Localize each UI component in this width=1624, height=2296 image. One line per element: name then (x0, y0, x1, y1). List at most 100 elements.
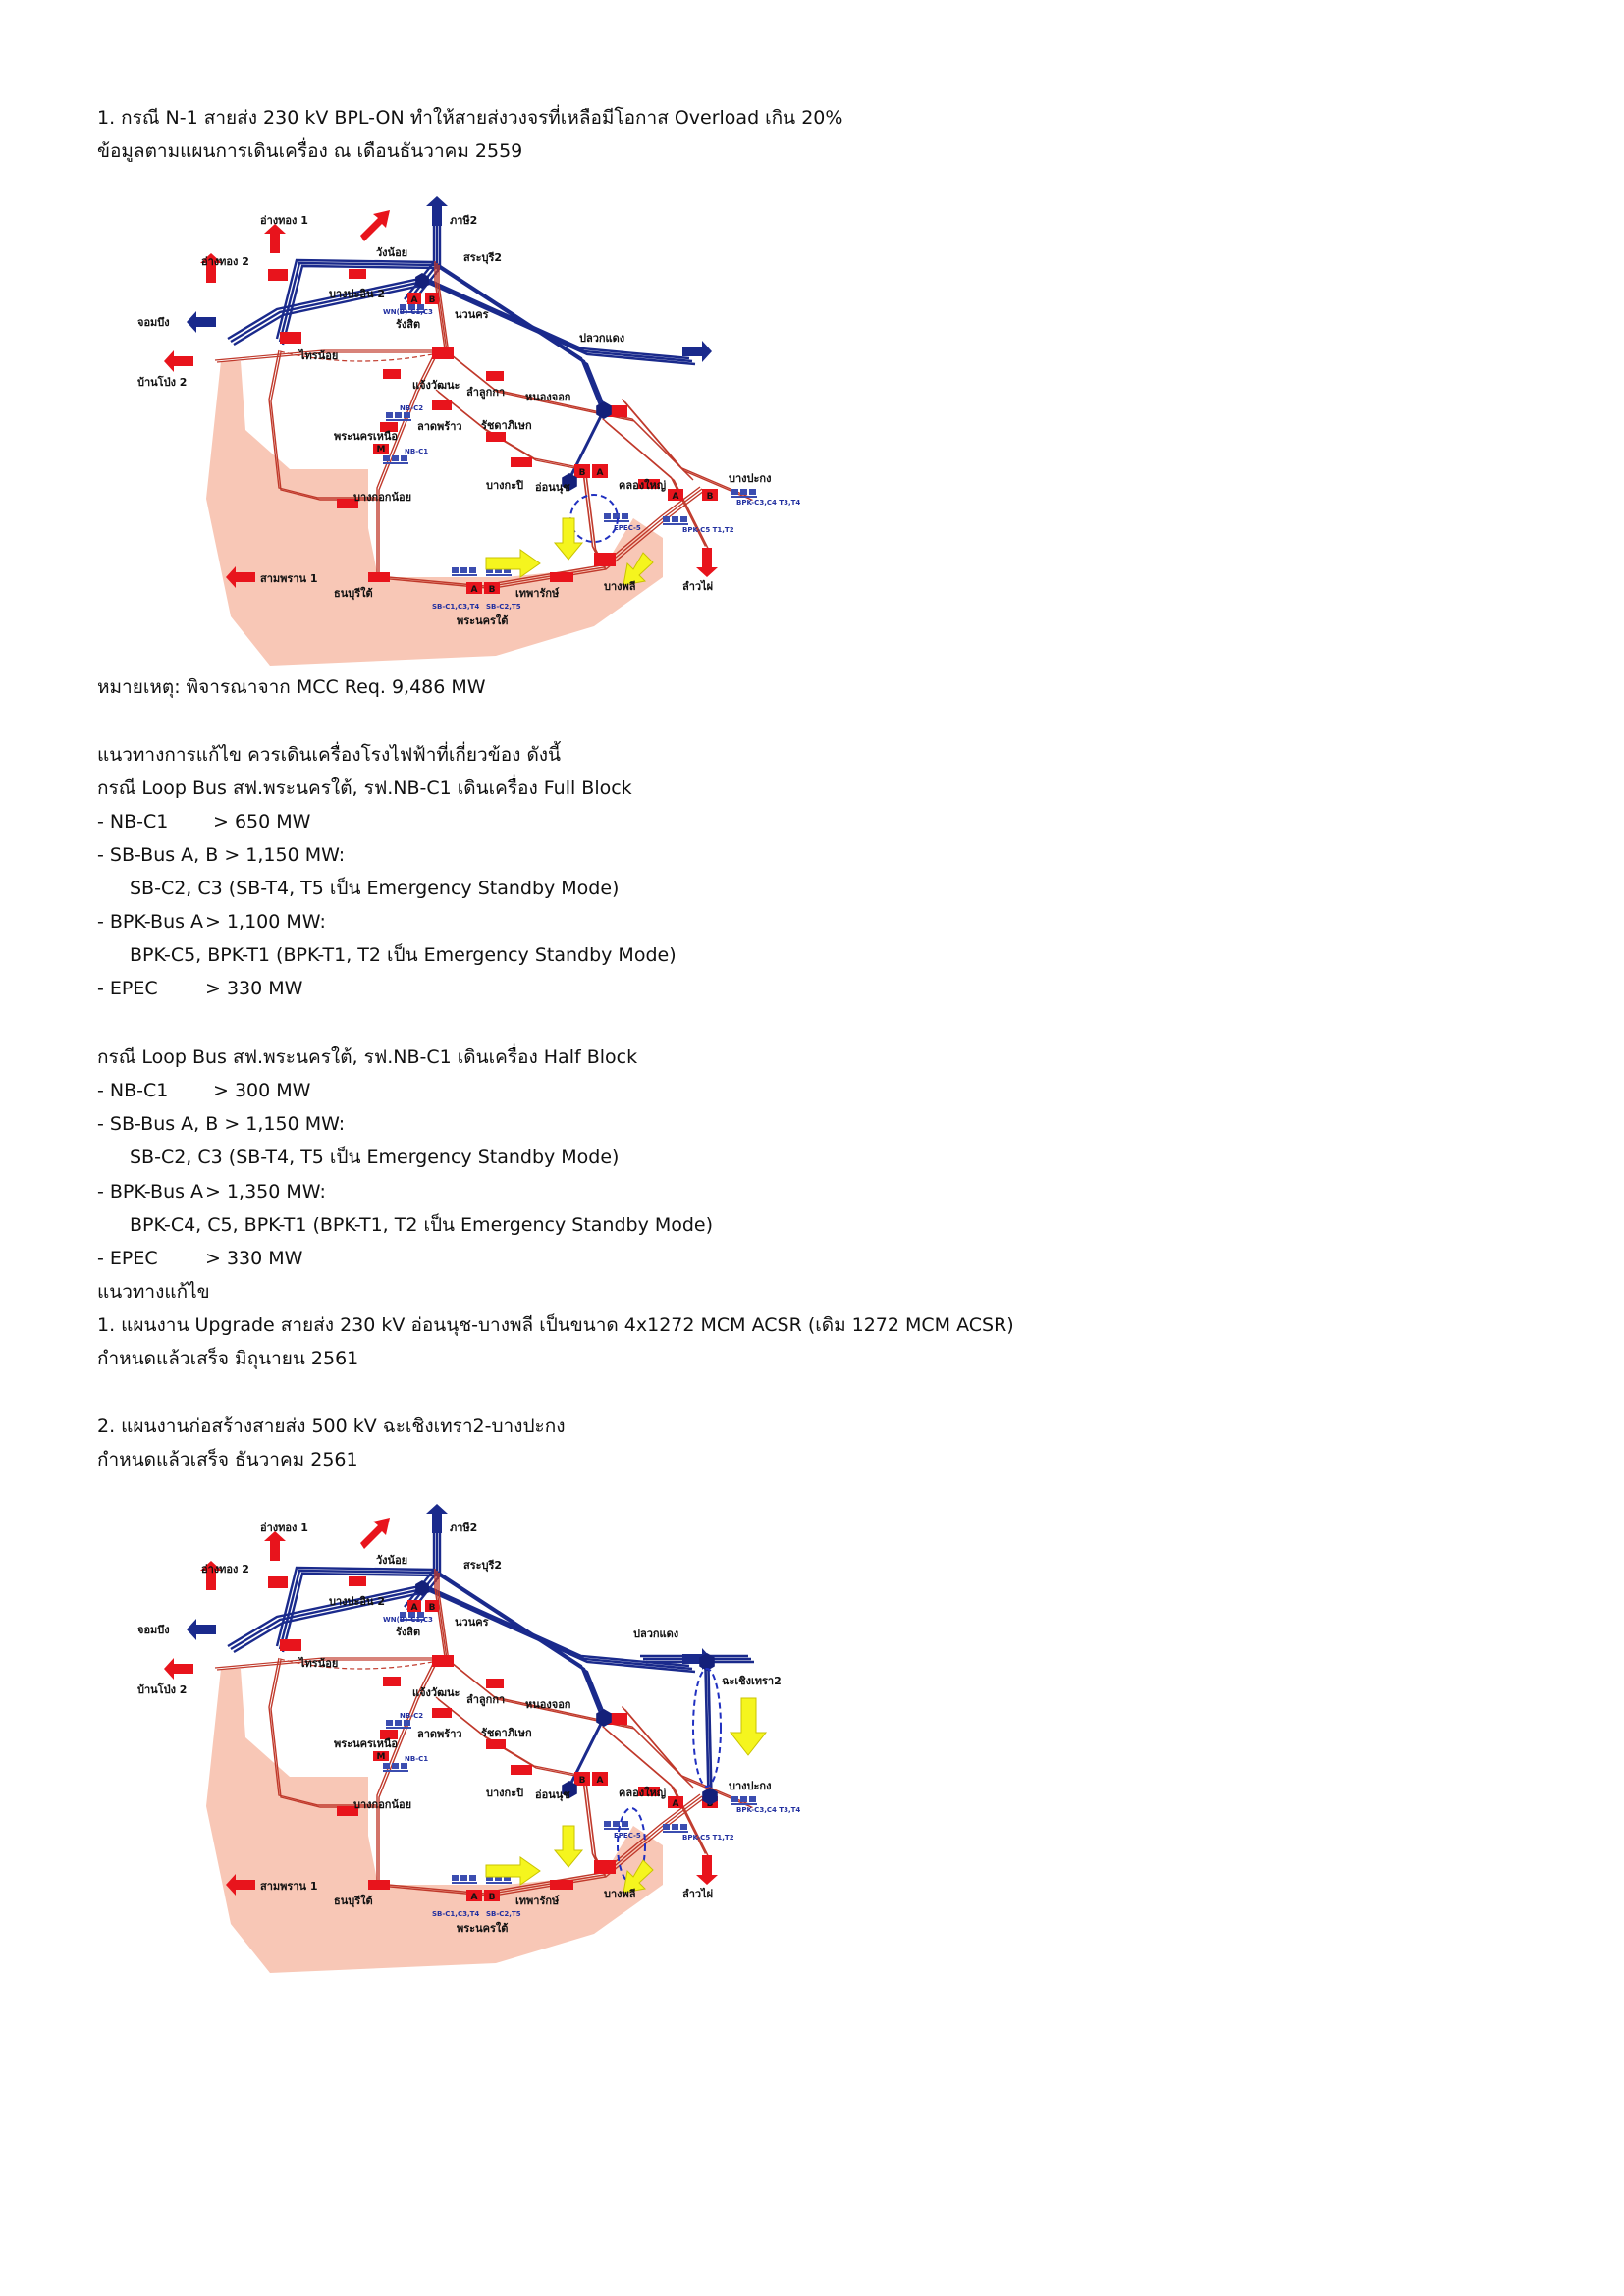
line-500kv-angthong-wangnoi-wire (281, 264, 441, 346)
gen-base (400, 1619, 425, 1621)
line-230kv-loop-west-wire (378, 1659, 488, 1896)
generator-bpk-c34 (731, 1796, 757, 1805)
line-230kv-south-loop-wire (483, 486, 701, 586)
half-bpk-value: > 1,350 MW: (205, 1181, 326, 1202)
line-230kv-rangsit-khlongyai (445, 1657, 694, 1789)
station-label-sbc134: SB-C1,C3,T4 (432, 1910, 479, 1918)
banpong2-arrow (164, 1658, 193, 1680)
lamwai-arrow (696, 1855, 718, 1885)
saraburi2-arrow (360, 210, 390, 241)
generator-nbc1 (383, 455, 408, 464)
station-label-bangpaoin2: บางปะอิน 2 (329, 288, 385, 300)
full-bpk-label: - BPK-Bus A (97, 911, 204, 933)
gen-unit (622, 513, 628, 519)
station-label-bpkc5: BPK-C5 T1,T2 (682, 1834, 734, 1842)
gen-base (386, 1727, 411, 1729)
gen-base (604, 1828, 629, 1830)
full-sb-sub: SB-C2, C3 (SB-T4, T5 เป็น Emergency Stan… (130, 878, 620, 899)
gen-base (731, 1803, 757, 1805)
gen-unit (404, 412, 410, 418)
gen-unit (386, 412, 393, 418)
gen-base (400, 311, 425, 313)
substation-bus-b-onnut (574, 464, 590, 478)
gen-unit (460, 1875, 467, 1881)
station-label-phasi2: ภาษี2 (450, 1522, 477, 1534)
station-label-thonburitai: ธนบุรีใต้ (334, 1894, 373, 1908)
station-label-phranakhontai: พระนครใต้ (457, 614, 508, 627)
station-label-nbc2: NB-C2 (400, 1712, 423, 1720)
station-label-nawanakorn: นวนคร (455, 1616, 489, 1629)
line-230kv-rangsit-wangnoi-wire (438, 265, 450, 354)
substation-bangpaoin2 (349, 1576, 366, 1586)
plakkaeng-arrow (682, 341, 712, 362)
station-label-samphran1: สามพราน 1 (260, 1880, 317, 1893)
station-label-lamwai: ลำวไผ่ (682, 579, 713, 593)
station-label-onnut: อ่อนนุช (535, 1789, 570, 1802)
station-label-wangnoi: วังน้อย (376, 246, 407, 259)
line-230kv-rangsit-wangnoi-wire (434, 1569, 446, 1658)
line-500kv-chombueng-plakkaeng (227, 1583, 696, 1674)
bus-label: B (579, 1776, 586, 1786)
bus-label: M (377, 445, 386, 454)
half-nb-label: - NB-C1 (97, 1080, 169, 1101)
substation-rangsit (432, 347, 454, 359)
line-230kv-banpong-sainoi-wire (214, 349, 446, 361)
substation-bus-a-nawanakorn (407, 293, 421, 304)
line-230kv-rangsit-wangnoi (434, 1569, 450, 1662)
substation-ratchathewi (486, 432, 506, 442)
line-500kv-wangnoi-nongchok-wire (439, 1574, 609, 1722)
station-label-rangsit: รังสิต (396, 318, 420, 331)
half-bpk-label: - BPK-Bus A (97, 1181, 204, 1202)
line-230kv-nongchok-lamwai (602, 417, 710, 550)
full-nb-value: > 650 MW (213, 811, 311, 832)
half-epec-value: > 330 MW (205, 1248, 303, 1269)
solution-heading: แนวทางการแก้ไข ควรเดินเครื่องโรงไฟฟ้าที่… (97, 744, 562, 766)
gen-unit (740, 1796, 747, 1802)
bus-label: M (377, 1752, 386, 1762)
full-nb-label: - NB-C1 (97, 811, 169, 832)
node-wangnoi (415, 1580, 429, 1596)
line-500kv-wangnoi-nongchok (433, 260, 609, 414)
fix-item2-date: กำหนดแล้วเสร็จ ธันวาคม 2561 (97, 1449, 358, 1470)
full-sb-line: - SB-Bus A, B > 1,150 MW: (97, 844, 346, 866)
gen-unit (386, 1720, 393, 1726)
line-230kv-onnut-bangphli-wire (581, 467, 604, 566)
generator-sb-c25 (486, 1875, 512, 1884)
station-label-nbc1: NB-C1 (405, 1755, 428, 1763)
substation-sainoi (280, 332, 301, 344)
station-label-phranakhonnuea: พระนครเหนือ (334, 1737, 398, 1750)
gen-base (663, 523, 688, 525)
gen-unit (383, 1763, 390, 1769)
gen-unit (392, 455, 399, 461)
line-230kv-east-wire (623, 1709, 753, 1809)
station-label-sainoi: ไทรน้อย (298, 1656, 338, 1670)
bus-label: B (429, 1603, 436, 1613)
gen-unit (452, 567, 459, 573)
substation-khlongyai (638, 479, 660, 489)
substation-lamlukka (486, 371, 504, 381)
gen-unit (622, 1821, 628, 1827)
node-wangnoi (415, 273, 429, 289)
line-230kv-east (621, 399, 753, 502)
gen-unit (400, 1612, 406, 1618)
generator-nbc2 (386, 1720, 411, 1729)
samphran1-arrow (226, 1874, 255, 1896)
samphran1-arrow (226, 566, 255, 588)
station-label-sbc134: SB-C1,C3,T4 (432, 603, 479, 611)
half-bpk-line: - BPK-Bus A> 1,350 MW: (97, 1175, 326, 1208)
gen-unit (408, 304, 415, 310)
gen-unit (680, 516, 687, 522)
substation-khlongyai (638, 1787, 660, 1796)
line-230kv-nongchok-lamwai-wire (605, 420, 710, 550)
line-230kv-rangsit-khlongyai-wire (445, 1657, 692, 1787)
station-label-bangkapi: บางกะปิ (486, 479, 523, 492)
full-nb-line: - NB-C1 > 650 MW (97, 805, 310, 838)
node-onnut (562, 1781, 577, 1798)
line-500kv-angthong-wangnoi (275, 258, 441, 346)
station-label-thepharak: เทพารักษ์ (515, 1895, 560, 1907)
gen-unit (417, 1612, 424, 1618)
flow-arrow-diag (623, 1859, 654, 1894)
line-500kv-wangnoi-nongchok (433, 1568, 609, 1722)
